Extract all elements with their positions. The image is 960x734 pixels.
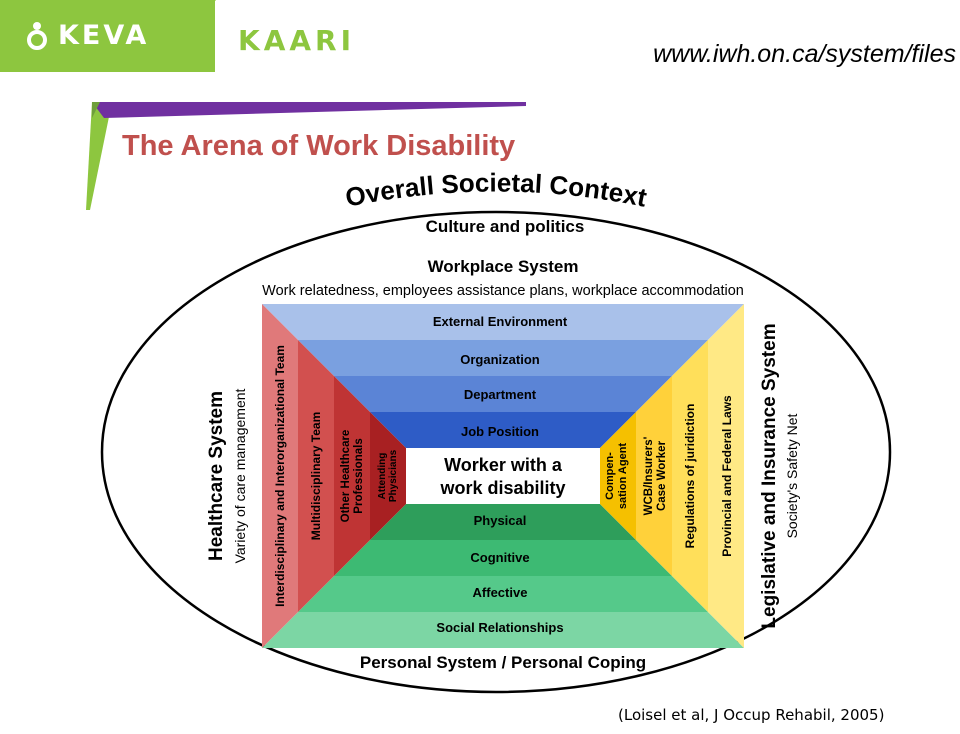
- personal-system-label: Personal System / Personal Coping: [360, 653, 646, 672]
- keva-logo-text: KEVA: [58, 20, 150, 51]
- layer-compensation-agent: [600, 412, 636, 540]
- label-regulations: Regulations of juridiction: [683, 404, 697, 549]
- title-banner-shape: [86, 102, 526, 210]
- label-other-healthcare-1: Other Healthcare: [340, 430, 352, 523]
- healthcare-subtitle: Variety of care management: [232, 388, 248, 563]
- layer-wcb-insurers: [636, 376, 672, 576]
- label-compensation-agent-2: sation Agent: [617, 443, 629, 510]
- overall-context-heading: Overall Societal Context: [343, 167, 650, 212]
- center-box: [406, 448, 600, 504]
- label-other-healthcare-2: Professionals: [353, 438, 365, 513]
- societal-context-ellipse: [100, 210, 892, 694]
- legislative-subtitle: Society's Safety Net: [784, 413, 800, 538]
- label-affective: Affective: [473, 585, 528, 600]
- label-compensation-agent-1: Compen-: [604, 452, 616, 500]
- kaari-logo: KAARI: [238, 24, 356, 57]
- layer-social-relationships: [262, 612, 744, 648]
- label-multidisciplinary-team: Multidisciplinary Team: [309, 412, 323, 540]
- label-social-relationships: Social Relationships: [436, 620, 563, 635]
- citation: (Loisel et al, J Occup Rehabil, 2005): [618, 706, 885, 724]
- layer-regulations: [672, 340, 708, 612]
- layer-provincial-laws: [708, 304, 744, 648]
- layer-external-environment: [262, 304, 744, 340]
- label-department: Department: [464, 387, 537, 402]
- layer-attending-physicians: [370, 412, 406, 540]
- layer-multidisciplinary-team: [298, 340, 334, 612]
- layer-organization: [298, 340, 708, 376]
- slide-title: The Arena of Work Disability: [122, 130, 516, 162]
- label-interdisciplinary-team: Interdisciplinary and Interorganizationa…: [273, 345, 287, 607]
- label-cognitive: Cognitive: [470, 550, 529, 565]
- culture-label: Culture and politics: [426, 217, 585, 236]
- layer-job-position: [370, 412, 636, 448]
- label-external-environment: External Environment: [433, 314, 568, 329]
- label-physical: Physical: [474, 513, 527, 528]
- label-attending-physicians-2: Physicians: [388, 449, 399, 502]
- legislative-title: Legislative and Insurance System: [759, 323, 780, 628]
- workplace-title: Workplace System: [428, 257, 579, 276]
- layer-physical: [370, 504, 636, 540]
- label-attending-physicians-1: Attending: [377, 453, 388, 500]
- label-provincial-laws: Provincial and Federal Laws: [720, 395, 734, 557]
- workplace-subtitle: Work relatedness, employees assistance p…: [262, 283, 744, 299]
- healthcare-title: Healthcare System: [206, 391, 227, 561]
- layer-department: [334, 376, 672, 412]
- layer-interdisciplinary-team: [262, 304, 298, 648]
- layer-affective: [298, 576, 708, 612]
- label-wcb-insurers-2: Case Worker: [656, 440, 668, 511]
- center-label-line1: Worker with a: [444, 455, 563, 475]
- logo-box-slant: [150, 0, 216, 72]
- label-job-position: Job Position: [461, 424, 539, 439]
- source-url: www.iwh.on.ca/system/files: [653, 40, 956, 68]
- label-wcb-insurers-1: WCB/Insurers': [643, 436, 655, 515]
- label-organization: Organization: [460, 352, 540, 367]
- keva-logo-box: KEVA: [0, 0, 216, 72]
- layer-cognitive: [334, 540, 672, 576]
- keva-logo-icon: [27, 22, 47, 50]
- layer-other-healthcare: [334, 376, 370, 576]
- center-label-line2: work disability: [439, 478, 565, 498]
